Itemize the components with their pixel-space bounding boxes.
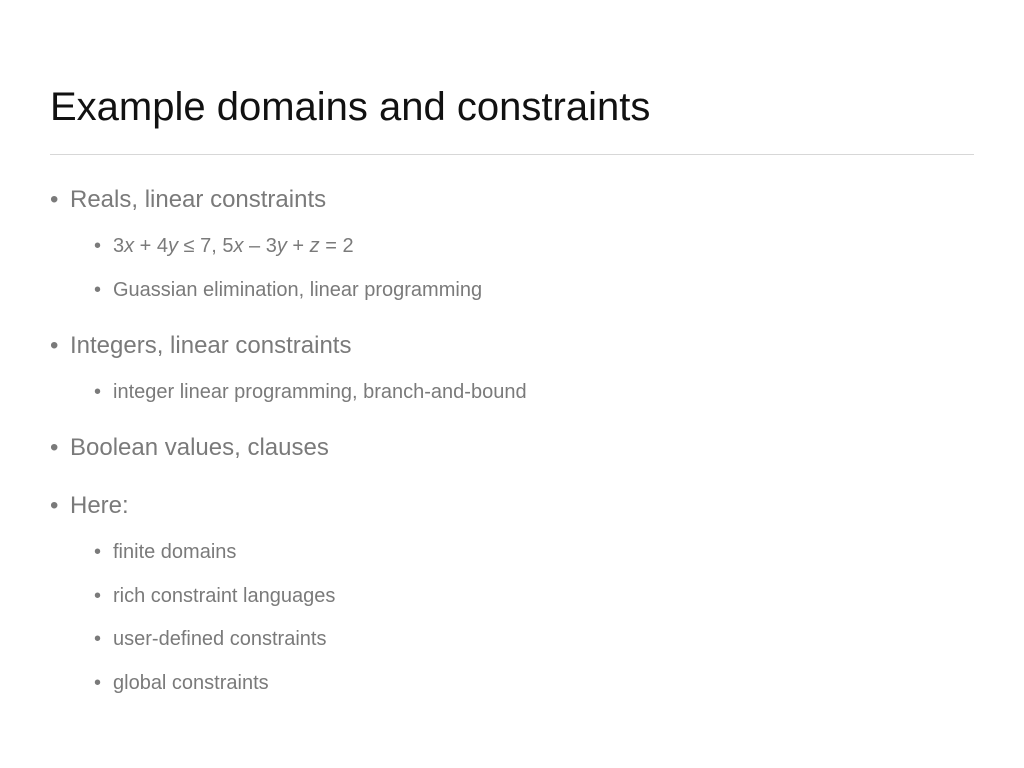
equation-variable: x: [233, 235, 244, 257]
bullet-icon: •: [94, 541, 102, 563]
bullet-text: rich constraint languages: [113, 585, 336, 607]
bullet-text: integer linear programming, branch-and-b…: [113, 381, 527, 403]
bullet-icon: •: [50, 186, 59, 213]
bullet-integers: • Integers, linear constraints: [50, 331, 351, 361]
equation-part: ≤ 7, 5: [178, 235, 234, 257]
bullet-text: finite domains: [113, 541, 237, 563]
bullet-text: Here:: [70, 492, 129, 519]
equation-variable: y: [168, 235, 179, 257]
equation-variable: x: [124, 235, 135, 257]
bullet-icon: •: [50, 434, 59, 461]
sub-bullet-ilp: • integer linear programming, branch-and-…: [94, 379, 527, 405]
equation-text: 3x + 4y ≤ 7, 5x – 3y + z = 2: [113, 235, 354, 257]
equation-part: 3: [113, 235, 125, 257]
bullet-boolean: • Boolean values, clauses: [50, 433, 329, 463]
bullet-text: Boolean values, clauses: [70, 434, 329, 461]
equation-part: = 2: [319, 235, 354, 257]
bullet-icon: •: [94, 585, 102, 607]
bullet-icon: •: [94, 672, 102, 694]
bullet-text: global constraints: [113, 672, 269, 694]
bullet-icon: •: [94, 381, 102, 403]
bullet-text: user-defined constraints: [113, 628, 327, 650]
sub-bullet-global-constraints: • global constraints: [94, 670, 269, 696]
sub-bullet-equation: •3x + 4y ≤ 7, 5x – 3y + z = 2: [94, 233, 354, 259]
equation-variable: y: [276, 235, 287, 257]
bullet-icon: •: [94, 279, 102, 301]
title-divider: [50, 154, 974, 155]
bullet-icon: •: [50, 332, 59, 359]
bullet-reals: • Reals, linear constraints: [50, 185, 326, 215]
equation-part: – 3: [243, 235, 277, 257]
sub-bullet-gaussian: • Guassian elimination, linear programmin…: [94, 277, 482, 303]
bullet-text: Reals, linear constraints: [70, 186, 327, 213]
bullet-text: Integers, linear constraints: [70, 332, 352, 359]
equation-part: + 4: [134, 235, 169, 257]
equation-variable: z: [309, 235, 320, 257]
bullet-icon: •: [94, 235, 102, 257]
equation-part: +: [286, 235, 310, 257]
sub-bullet-user-defined-constraints: • user-defined constraints: [94, 626, 326, 652]
sub-bullet-finite-domains: • finite domains: [94, 539, 236, 565]
bullet-icon: •: [50, 492, 59, 519]
bullet-icon: •: [94, 628, 102, 650]
sub-bullet-rich-constraint-languages: • rich constraint languages: [94, 583, 335, 609]
bullet-here: • Here:: [50, 491, 129, 521]
bullet-text: Guassian elimination, linear programming: [113, 279, 483, 301]
slide-title: Example domains and constraints: [50, 85, 651, 129]
